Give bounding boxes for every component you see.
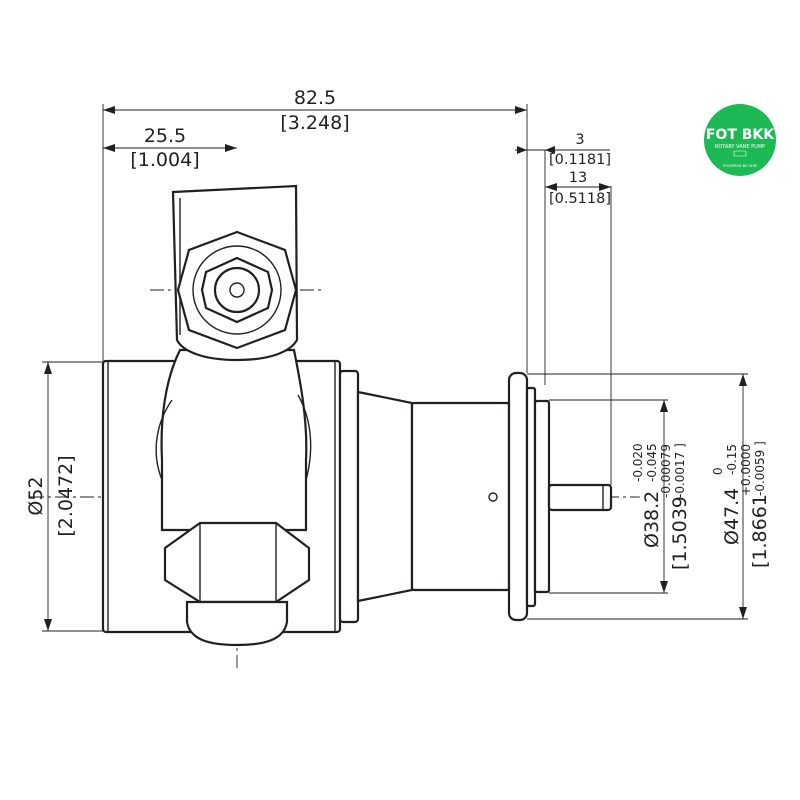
port-neck [160, 348, 308, 532]
overall-length-inch: [3.248] [280, 112, 349, 134]
pilot-inch-tol-upper: -0.00079 [659, 444, 673, 498]
logo-tagline: ROTARY VANE PUMP [715, 144, 765, 150]
arrow-shaft-left [545, 183, 557, 191]
arrow-flange-dia-bottom [739, 607, 747, 619]
arrow-overall-left [103, 106, 115, 114]
vent-hole [488, 492, 498, 502]
flange-tol-upper: 0 [711, 467, 725, 475]
lower-plug [185, 600, 289, 647]
upper-nut-washer [192, 245, 282, 335]
flange-diameter-label: Ø47.4 0 -0.15 [711, 444, 743, 545]
pilot [533, 399, 551, 594]
pilot-diameter-label: Ø38.2 -0.020 -0.045 [631, 443, 663, 548]
arrow-flange-left [517, 146, 527, 154]
shaft-length-inch: [0.5118] [549, 191, 611, 207]
flange-thickness-inch: [0.1181] [549, 152, 611, 168]
fot-bkk-logo: FOT BKK ROTARY VANE PUMP POWERED BY GHM [704, 104, 776, 176]
shaft-length-mm: 13 [569, 170, 587, 186]
flange-inch-tol-upper: +0.0000 [739, 444, 753, 496]
port-neck-contour-right [297, 394, 312, 481]
flange-tol-lower: -0.15 [725, 444, 739, 475]
arrow-port-right [225, 144, 237, 152]
logo-sub: POWERED BY GHM [723, 164, 757, 168]
pilot-diameter-inch: [1.5039 [669, 496, 691, 570]
pilot-inch-tol-lower: -0.0017 ] [673, 443, 687, 498]
arrow-port-left [103, 144, 115, 152]
pilot-tol-lower: -0.045 [645, 443, 659, 482]
port-offset-inch: [1.004] [130, 149, 199, 171]
plug-center [229, 282, 245, 298]
flange-step [525, 386, 537, 608]
arrow-body-top [44, 362, 52, 374]
arrow-overall-right [515, 106, 527, 114]
logo-small-badge [733, 150, 747, 157]
pilot-diameter-inch-label: [1.5039 -0.00079 -0.0017 ] [659, 443, 691, 570]
flange-thickness-mm: 3 [575, 132, 584, 148]
logo-brand: FOT BKK [706, 127, 775, 143]
lower-hex-fitting [163, 521, 311, 604]
pilot-diameter-mm: Ø38.2 [641, 491, 663, 548]
body-diameter-mm: Ø52 [25, 476, 47, 515]
taper-section [356, 390, 414, 603]
mounting-flange [507, 371, 529, 622]
front-body [410, 401, 511, 592]
flange-diameter-inch: [1.8661 [749, 494, 771, 568]
flange-diameter-inch-label: [1.8661 +0.0000 -0.0059 ] [739, 441, 771, 568]
flange-diameter-mm: Ø47.4 [721, 488, 743, 545]
arrow-shaft-right [599, 183, 611, 191]
arrow-pilot-bottom [660, 581, 668, 593]
port-neck-contour [155, 399, 173, 481]
body-diameter-inch: [2.0472] [55, 455, 77, 536]
arrow-flange-dia-top [739, 374, 747, 386]
flange-inch-tol-lower: -0.0059 ] [753, 441, 767, 496]
upper-plug [213, 266, 261, 314]
housing-ring [338, 369, 360, 624]
overall-length-mm: 82.5 [294, 87, 336, 109]
logo-badge [704, 104, 776, 176]
port-offset-mm: 25.5 [144, 125, 186, 147]
pump-body [101, 184, 613, 647]
arrow-body-bottom [44, 619, 52, 631]
arrow-flange-right [545, 146, 555, 154]
pilot-tol-upper: -0.020 [631, 443, 645, 482]
arrow-pilot-top [660, 400, 668, 412]
shaft [547, 483, 613, 512]
